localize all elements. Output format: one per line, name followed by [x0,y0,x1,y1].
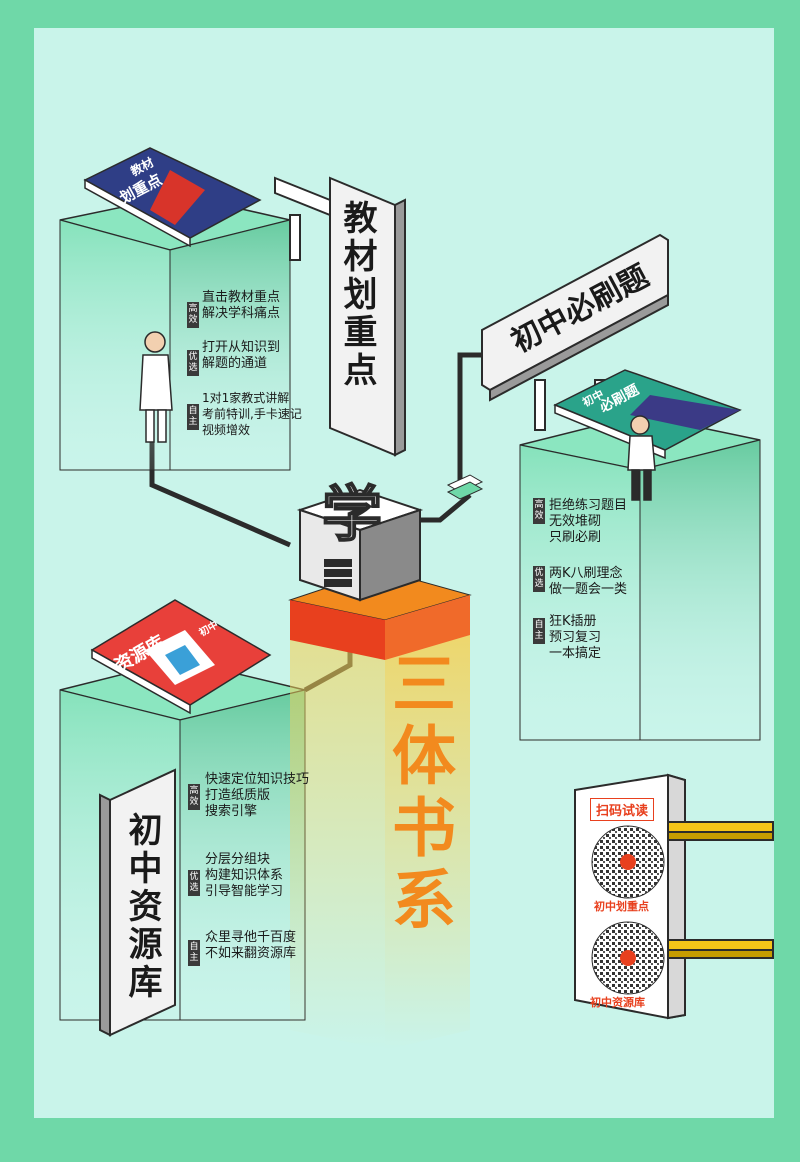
feature-line: 解题的通道 [202,356,268,371]
feature-line: 构建知识体系 [205,868,284,883]
small-books [446,474,484,500]
feature-line: 搜索引擎 [205,804,258,819]
slogan: 三体书系 [381,650,455,938]
feature-line: 做一题会一类 [549,582,628,597]
badge-youxuan: 优选 [187,350,199,376]
badge-youxuan: 优选 [188,870,200,896]
book-jiaocai [83,147,262,248]
logo-block [296,488,424,602]
pillar-jiaocai [59,194,291,471]
feature-line: 解决学科痛点 [202,306,281,321]
feature-line: 快速定位知识技巧 [205,772,310,787]
pillar-ziyuanku [59,659,306,1021]
sign-boards [99,176,669,1037]
qr-codes [591,825,665,995]
feature-line: 分层分组块 [205,852,271,867]
feature-line: 考前特训,手卡速记 [202,407,302,421]
feature-line: 一本搞定 [549,646,602,661]
badge-youxuan: 优选 [533,566,545,592]
badge-zizhu: 自主 [533,618,545,644]
badge-gaoxiao: 高效 [187,302,199,328]
center-logo: 学 [321,479,383,551]
book-ziyuanku [90,599,272,715]
figure-teacher [139,331,173,443]
feature-line: 不如来翻资源库 [205,946,297,961]
figure-student [627,415,656,501]
feature-line: 打造纸质版 [205,788,271,803]
badge-gaoxiao: 高效 [188,784,200,810]
sign-ziyuanku: 初中资源库 [122,812,162,1002]
feature-line: 无效堆砌 [549,514,602,529]
feature-line: 直击教材重点 [202,290,281,305]
feature-line: 引导智能学习 [205,884,284,899]
feature-line: 拒绝练习题目 [549,498,628,513]
scan-title: 扫码试读 [590,798,655,821]
feature-line: 两K八刷理念 [549,566,623,581]
badge-gaoxiao: 高效 [533,498,545,524]
feature-line: 只刷必刷 [549,530,602,545]
center-platform [288,569,472,1050]
feature-line: 打开从知识到 [202,340,281,355]
qr-code-label: 初中资源库 [590,996,645,1009]
badge-zizhu: 自主 [188,940,200,966]
feature-line: 1对1家教式讲解 [202,391,290,405]
badge-zizhu: 自主 [187,404,199,430]
feature-line: 视频增效 [202,423,251,437]
feature-line: 预习复习 [549,630,602,645]
sign-jiaocai: 教材划重点 [337,200,377,390]
feature-line: 众里寻他千百度 [205,930,297,945]
qr-code-label: 初中划重点 [594,900,649,913]
feature-line: 狂K插册 [549,614,597,629]
